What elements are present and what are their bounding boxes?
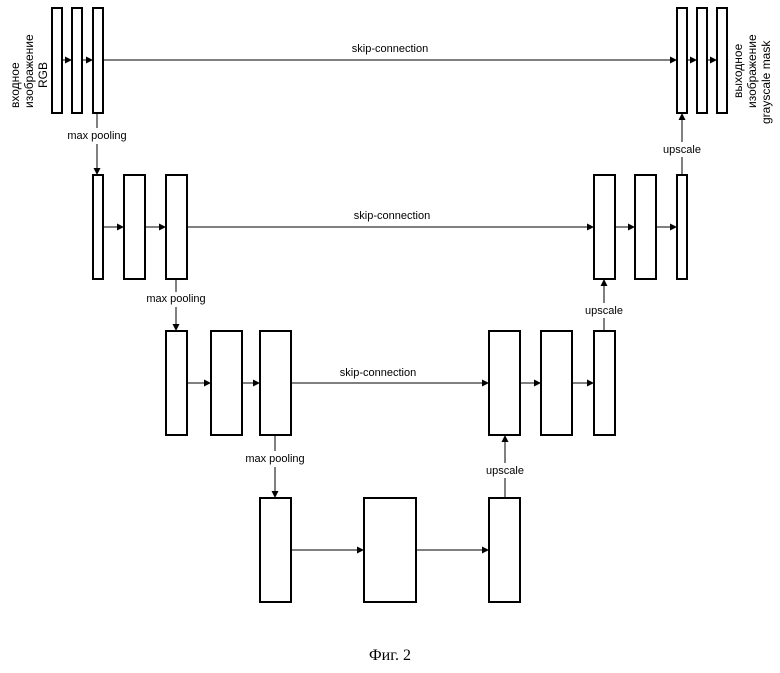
dec1-block-3: [717, 8, 727, 113]
bottleneck-block-1: [260, 498, 291, 602]
enc3-block-2: [211, 331, 242, 435]
input-label-line3: RGB: [36, 62, 50, 88]
enc3-block-1: [166, 331, 187, 435]
dec3-block-2: [541, 331, 572, 435]
enc2-block-1: [93, 175, 103, 279]
dec1-block-1: [677, 8, 687, 113]
max-pooling-3-label: max pooling: [245, 453, 304, 465]
bottleneck-block-2: [364, 498, 416, 602]
skip-connection-2-label: skip-connection: [354, 210, 430, 222]
dec3-block-3: [594, 331, 615, 435]
max-pooling-1-label: max pooling: [67, 130, 126, 142]
skip-connection-3-label: skip-connection: [340, 367, 416, 379]
output-label-line1: выходное: [731, 43, 745, 98]
dec1-block-2: [697, 8, 707, 113]
skip-connection-1-label: skip-connection: [352, 43, 428, 55]
input-label-line1: входное: [8, 62, 22, 108]
dec2-block-1: [594, 175, 615, 279]
upscale-1-label: upscale: [663, 144, 701, 156]
enc3-block-3: [260, 331, 291, 435]
enc1-block-1: [52, 8, 62, 113]
enc1-block-3: [93, 8, 103, 113]
input-label-line2: изображение: [22, 34, 36, 108]
bottleneck-block-3: [489, 498, 520, 602]
dec3-block-1: [489, 331, 520, 435]
enc2-block-2: [124, 175, 145, 279]
figure-caption: Фиг. 2: [369, 647, 411, 664]
enc2-block-3: [166, 175, 187, 279]
output-label-line3: grayscale mask: [759, 40, 773, 124]
upscale-2-label: upscale: [585, 305, 623, 317]
dec2-block-2: [635, 175, 656, 279]
max-pooling-2-label: max pooling: [146, 293, 205, 305]
enc1-block-2: [72, 8, 82, 113]
upscale-3-label: upscale: [486, 465, 524, 477]
dec2-block-3: [677, 175, 687, 279]
output-label-line2: изображение: [745, 34, 759, 108]
